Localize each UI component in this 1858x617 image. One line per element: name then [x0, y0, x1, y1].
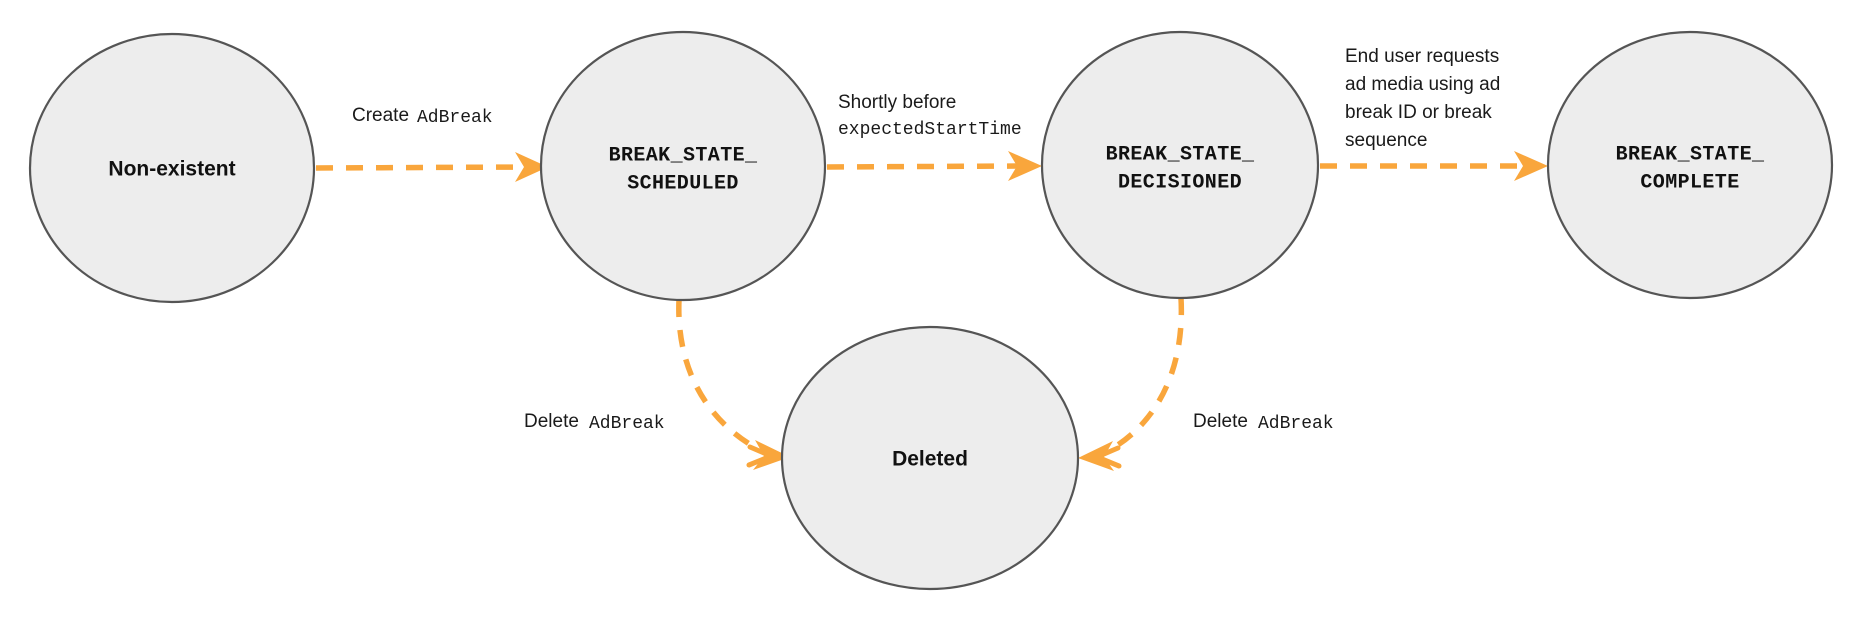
edge-label-delete-adbreak-from-decisioned: Delete AdBreak: [1193, 411, 1334, 434]
edge-label-delete-scheduled-sans: Delete: [524, 411, 579, 432]
transition-delete-from-scheduled-line: [676, 299, 772, 458]
state-node-break-state-scheduled-label-line1: BREAK_STATE_: [609, 144, 758, 167]
transition-shortly-before-expected-start-time[interactable]: [826, 151, 1042, 181]
state-node-shape: [1040, 30, 1320, 300]
state-node-non-existent[interactable]: Non-existent: [28, 32, 316, 304]
edge-label-create-adbreak: Create AdBreak: [352, 105, 493, 128]
edge-label-end-user-line1: End user requests: [1345, 46, 1499, 67]
state-node-break-state-decisioned-label-line1: BREAK_STATE_: [1106, 143, 1255, 166]
state-node-break-state-scheduled[interactable]: BREAK_STATE_ SCHEDULED: [539, 30, 827, 302]
arrowhead-open-icon: [746, 444, 774, 468]
edge-label-delete-decisioned-mono: AdBreak: [1258, 414, 1334, 434]
state-node-shape: [539, 30, 827, 302]
arrowhead-icon: [1514, 151, 1548, 181]
edge-label-shortly-before: Shortly before: [838, 92, 956, 113]
arrowhead-icon: [515, 152, 548, 182]
state-node-break-state-scheduled-label-line2: SCHEDULED: [627, 172, 739, 195]
state-node-break-state-complete-label-line1: BREAK_STATE_: [1616, 143, 1765, 166]
state-node-break-state-decisioned[interactable]: BREAK_STATE_ DECISIONED: [1040, 30, 1320, 300]
edge-label-shortly-before-expected-start-time: Shortly before expectedStartTime: [838, 92, 1022, 140]
edge-label-create-adbreak-mono: AdBreak: [417, 108, 493, 128]
edge-label-end-user-line4: sequence: [1345, 130, 1427, 151]
arrowhead-icon: [1008, 151, 1042, 181]
state-node-shape: [1546, 30, 1834, 300]
transition-delete-adbreak-from-decisioned[interactable]: [1078, 297, 1185, 471]
transition-create-adbreak-line: [315, 164, 529, 171]
edge-label-delete-scheduled-mono: AdBreak: [589, 414, 665, 434]
edge-label-create-adbreak-sans: Create: [352, 105, 409, 126]
state-node-break-state-complete-label-line2: COMPLETE: [1640, 171, 1739, 194]
state-node-shape: [28, 32, 316, 304]
edge-label-end-user-line2: ad media using ad: [1345, 74, 1500, 95]
state-node-shape: [780, 325, 1080, 591]
edge-label-delete-decisioned-sans: Delete: [1193, 411, 1248, 432]
edge-label-delete-adbreak-from-scheduled: Delete AdBreak: [524, 411, 665, 434]
edge-label-expected-start-time: expectedStartTime: [838, 120, 1022, 140]
state-node-break-state-complete[interactable]: BREAK_STATE_ COMPLETE: [1546, 30, 1834, 300]
transition-create-adbreak[interactable]: [315, 152, 548, 182]
transition-delete-adbreak-from-scheduled[interactable]: [676, 299, 790, 470]
state-node-deleted[interactable]: Deleted: [780, 325, 1080, 591]
transition-end-user-requests-ad-media[interactable]: [1320, 151, 1548, 181]
state-node-non-existent-label: Non-existent: [108, 158, 235, 181]
arrowhead-open-icon: [1094, 445, 1122, 469]
transition-delete-from-decisioned-line: [1096, 297, 1185, 459]
transition-shortly-before-line: [826, 163, 1023, 170]
state-node-deleted-label: Deleted: [892, 448, 968, 471]
edge-label-end-user-line3: break ID or break: [1345, 102, 1492, 123]
state-node-break-state-decisioned-label-line2: DECISIONED: [1118, 171, 1242, 194]
edge-label-end-user-requests-ad-media: End user requests ad media using ad brea…: [1345, 46, 1500, 151]
